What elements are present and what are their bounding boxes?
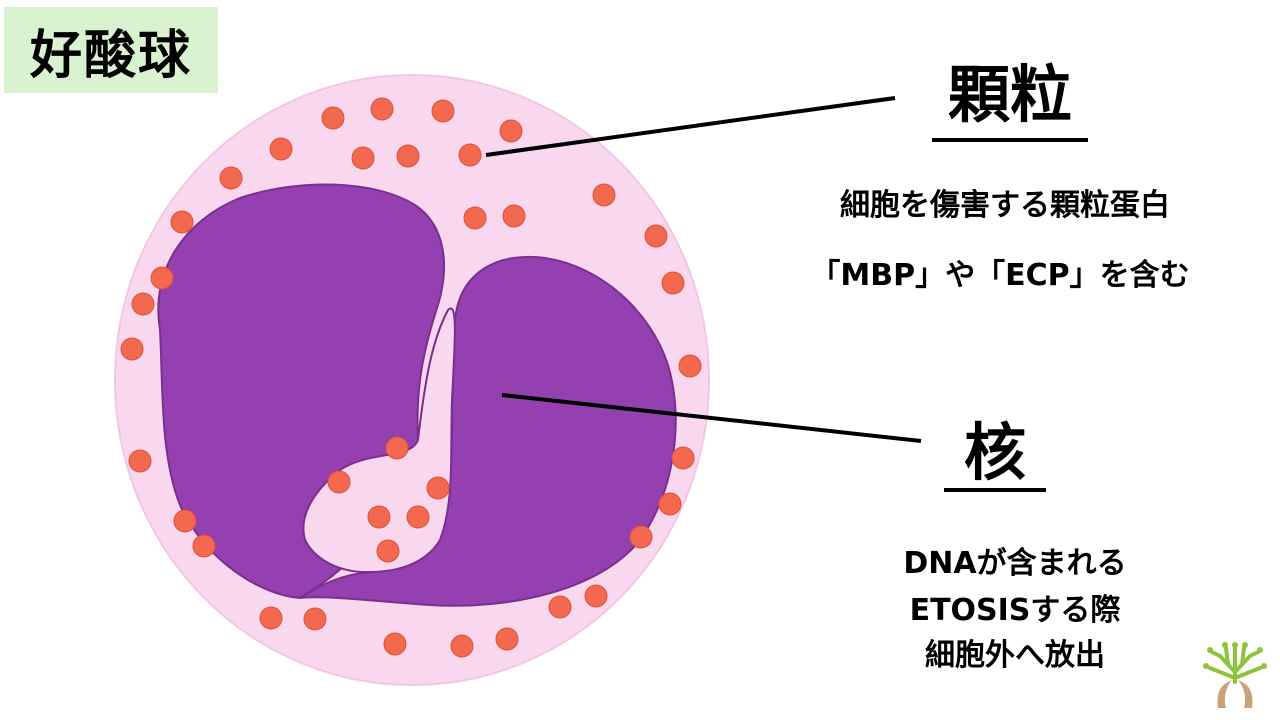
- granule: [383, 632, 407, 656]
- granule: [269, 137, 293, 161]
- granule: [426, 476, 450, 500]
- granule: [584, 584, 608, 608]
- granule: [120, 337, 144, 361]
- granule: [303, 607, 327, 631]
- granule: [458, 143, 482, 167]
- granule-desc-line1: 細胞を傷害する顆粒蛋白: [840, 188, 1170, 223]
- granule: [219, 166, 243, 190]
- granule-label: 顆粒: [947, 58, 1072, 131]
- granule: [463, 206, 487, 230]
- granule-leader-line: [485, 96, 896, 157]
- granule: [644, 224, 668, 248]
- granule: [629, 525, 653, 549]
- granule: [370, 97, 394, 121]
- granule: [495, 627, 519, 651]
- granule: [367, 505, 391, 529]
- granule: [502, 204, 526, 228]
- nucleus-leader-line: [501, 393, 922, 443]
- nucleus-desc-line2: ETOSISする際: [909, 593, 1121, 628]
- granule: [385, 436, 409, 460]
- title-box: 好酸球: [4, 7, 218, 93]
- granule: [150, 266, 174, 290]
- granule: [321, 106, 345, 130]
- granule: [450, 634, 474, 658]
- granule: [173, 509, 197, 533]
- page-title: 好酸球: [29, 25, 192, 86]
- granule: [678, 354, 702, 378]
- granule: [170, 210, 194, 234]
- granule: [592, 183, 616, 207]
- nucleus-label: 核: [963, 416, 1026, 489]
- tree-logo-icon: [1203, 642, 1267, 708]
- nucleus-desc-line3: 細胞外へ放出: [925, 638, 1105, 673]
- granule: [431, 99, 455, 123]
- granule: [376, 539, 400, 563]
- granule: [192, 534, 216, 558]
- granule: [128, 449, 152, 473]
- granule-desc-line2: 「MBP」や「ECP」を含む: [810, 258, 1190, 293]
- granule: [131, 292, 155, 316]
- granules: [120, 97, 702, 658]
- granule: [351, 146, 375, 170]
- granule: [658, 492, 682, 516]
- granule: [327, 470, 351, 494]
- granule: [396, 144, 420, 168]
- granule: [259, 606, 283, 630]
- granule: [661, 271, 685, 295]
- granule: [499, 119, 523, 143]
- granule: [548, 595, 572, 619]
- nucleus-label-underline: [944, 488, 1046, 492]
- granule: [406, 505, 430, 529]
- granule-label-underline: [932, 138, 1088, 142]
- granule: [671, 446, 695, 470]
- nucleus-desc-line1: DNAが含まれる: [903, 546, 1127, 581]
